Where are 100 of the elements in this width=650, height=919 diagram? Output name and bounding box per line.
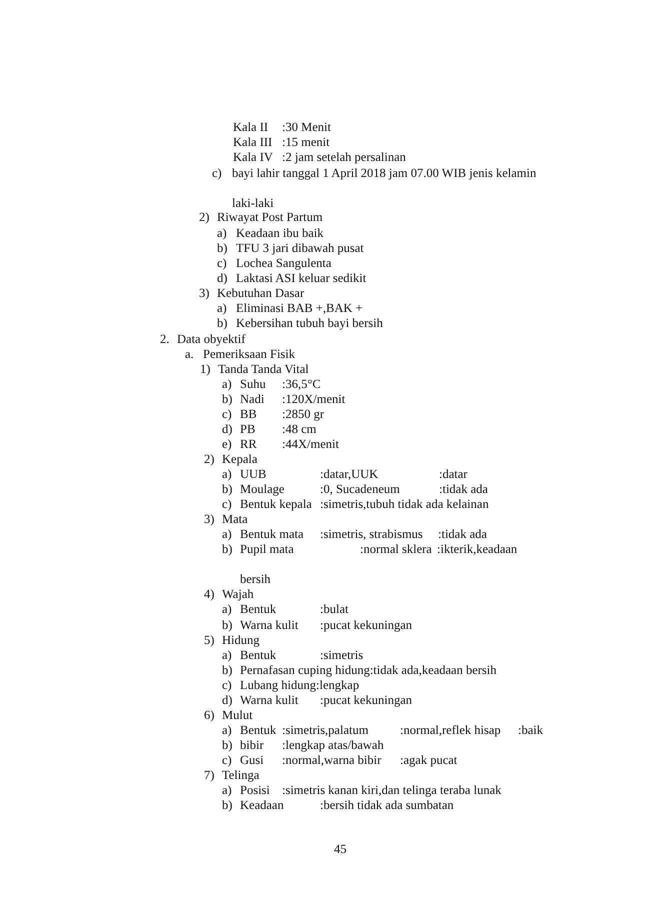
list-item-text: RR	[240, 437, 257, 451]
list-item-text: Moulage	[240, 482, 284, 496]
list-marker: a)	[222, 783, 232, 797]
field-value: :pucat kekuningan	[320, 693, 412, 707]
list-item-text: Bentuk	[240, 648, 276, 662]
list-marker: c)	[222, 407, 232, 421]
field-value: :lengkap atas/bawah	[282, 738, 384, 752]
list-item-text: Kala IV	[233, 150, 273, 164]
list-marker: c)	[222, 753, 232, 767]
list-item-text: Riwayat Post Partum	[217, 210, 323, 224]
list-marker: b)	[217, 241, 228, 255]
list-item-text: Keadaan ibu baik	[236, 226, 324, 240]
list-marker: a)	[222, 602, 232, 616]
list-item-text: Lubang hidung:lengkap	[240, 678, 360, 692]
page-number: 45	[334, 842, 346, 856]
list-marker: 2)	[204, 452, 214, 466]
list-item-text: Keadaan	[240, 798, 284, 812]
field-value: :bersih tidak ada sumbatan	[320, 798, 454, 812]
list-item-text: UUB	[240, 467, 266, 481]
list-item-text: TFU 3 jari dibawah pusat	[236, 241, 364, 255]
list-item-text: Lochea Sangulenta	[236, 256, 332, 270]
list-item-text: Posisi	[240, 783, 270, 797]
list-item-text: PB	[240, 422, 256, 436]
list-marker: b)	[222, 798, 232, 812]
list-marker: c)	[222, 497, 232, 511]
list-item-text: Pernafasan cuping hidung:tidak ada,keadaan bersih	[240, 663, 497, 677]
list-marker: 5)	[204, 633, 214, 647]
list-marker: 4)	[204, 587, 214, 601]
list-item-text: Kala III	[233, 135, 272, 149]
field-value: :tidak ada	[438, 527, 487, 541]
list-item-text: Nadi	[240, 392, 264, 406]
list-marker: a)	[222, 467, 232, 481]
list-marker: d)	[222, 693, 232, 707]
list-marker: a.	[185, 347, 194, 361]
field-value: :36,5°C	[282, 377, 321, 391]
list-item-text: Bentuk	[240, 723, 276, 737]
field-value: :normal sklera	[360, 542, 432, 556]
list-item-text: bibir	[240, 738, 264, 752]
field-value: :30 Menit	[282, 120, 331, 134]
list-item-text: Data obyektif	[177, 332, 246, 346]
field-value: :15 menit	[282, 135, 330, 149]
list-item-text: Suhu	[240, 377, 266, 391]
list-marker: d)	[222, 422, 232, 436]
list-marker: 1)	[200, 362, 210, 376]
field-value: :datar	[439, 467, 468, 481]
list-marker: b)	[217, 316, 228, 330]
field-value: :simetris	[320, 648, 364, 662]
list-item-text: Warna kulit	[240, 693, 298, 707]
field-value: :2850 gr	[282, 407, 324, 421]
list-marker: 3)	[204, 512, 214, 526]
list-item-text: Hidung	[222, 633, 260, 647]
list-marker: a)	[217, 226, 227, 240]
field-value: :pucat kekuningan	[320, 618, 412, 632]
list-marker: 7)	[204, 768, 214, 782]
list-marker: e)	[222, 437, 232, 451]
field-value: :tidak ada	[439, 482, 488, 496]
list-item-text: Kebersihan tubuh bayi bersih	[236, 316, 383, 330]
field-value: :simetris kanan kiri,dan telinga teraba lunak	[282, 783, 502, 797]
list-item-text: Mulut	[222, 708, 253, 722]
list-marker: 3)	[199, 286, 210, 300]
list-item-text: Kala II	[233, 120, 268, 134]
list-marker: a)	[222, 648, 232, 662]
field-value: :48 cm	[282, 422, 316, 436]
field-value: :ikterik,keadaan	[437, 542, 518, 556]
list-item-text: Wajah	[222, 587, 254, 601]
field-value: :normal,warna bibir	[282, 753, 382, 767]
field-value: :datar,UUK	[320, 467, 378, 481]
list-marker: b)	[222, 392, 232, 406]
list-item-text: Bentuk	[240, 602, 276, 616]
list-item-text: Warna kulit	[240, 618, 298, 632]
list-marker: c)	[222, 678, 232, 692]
list-marker: b)	[222, 618, 232, 632]
list-item-text: Bentuk kepala	[240, 497, 312, 511]
field-value: :120X/menit	[282, 392, 346, 406]
list-item-text: laki-laki	[232, 196, 274, 210]
list-marker: a)	[222, 527, 232, 541]
field-value: :agak pucat	[400, 753, 458, 767]
field-value: :44X/menit	[282, 437, 339, 451]
list-item-text: Laktasi ASI keluar sedikit	[236, 271, 366, 285]
list-marker: b)	[222, 482, 232, 496]
field-value: :bulat	[320, 602, 348, 616]
list-marker: b)	[222, 738, 232, 752]
list-item-text: bayi lahir tanggal 1 April 2018 jam 07.00 WIB jenis kelamin	[232, 166, 536, 180]
list-marker: b)	[222, 542, 232, 556]
field-value: :baik	[518, 723, 543, 737]
list-item-text: Mata	[222, 512, 248, 526]
list-item-text: Telinga	[222, 768, 260, 782]
list-marker: a)	[222, 723, 232, 737]
list-item-text: Gusi	[240, 753, 264, 767]
list-item-text: Kepala	[222, 452, 258, 466]
list-marker: a)	[217, 301, 227, 315]
list-marker: c)	[217, 256, 227, 270]
list-item-text: BB	[240, 407, 257, 421]
field-value: :simetris,tubuh tidak ada kelainan	[320, 497, 489, 511]
field-value: :simetris, strabismus	[320, 527, 423, 541]
list-marker: a)	[222, 377, 232, 391]
list-item-text: Tanda Tanda Vital	[218, 362, 309, 376]
list-item-text: Bentuk mata	[240, 527, 304, 541]
list-item-text: Eliminasi BAB +,BAK +	[236, 301, 363, 315]
list-item-text: bersih	[240, 572, 271, 586]
